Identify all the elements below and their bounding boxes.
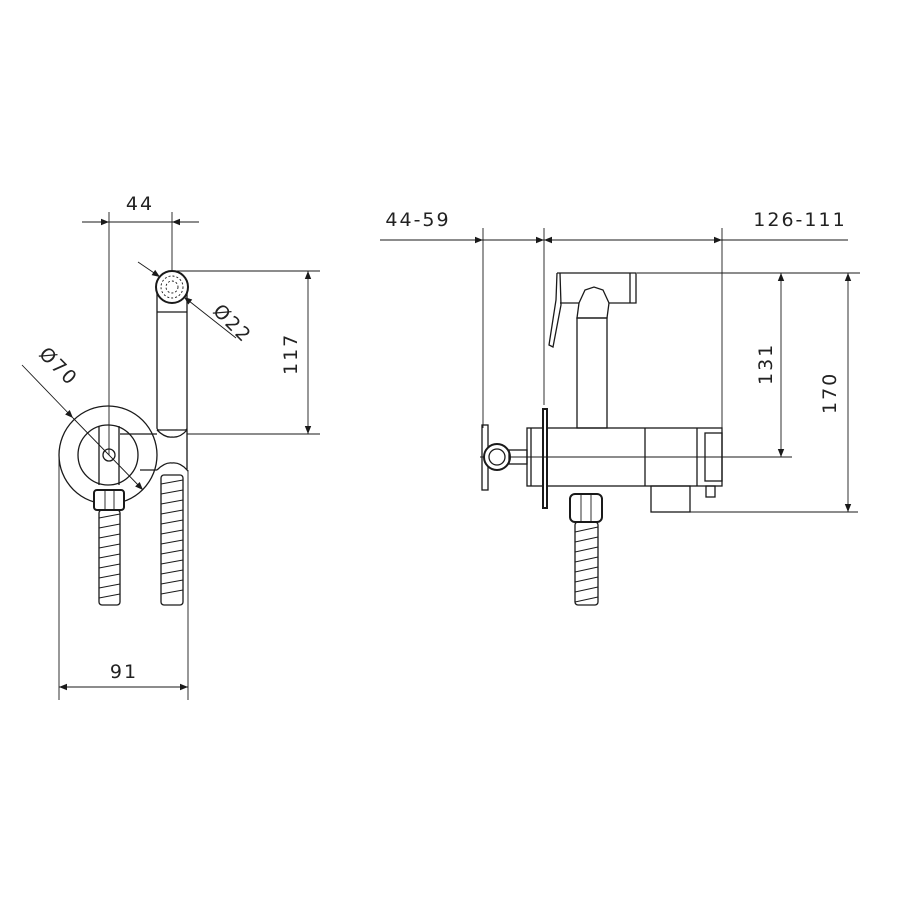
spray-head [155, 270, 189, 431]
wall-bracket [481, 424, 528, 491]
dim-label-44-59: 44-59 [385, 209, 450, 231]
hose-side [569, 493, 603, 606]
dim-label-44: 44 [126, 193, 154, 215]
front-view: 44 Ø22 117 [21, 193, 320, 700]
dim-label-131: 131 [755, 343, 777, 385]
hoses [98, 474, 184, 606]
dim-label-d70: Ø70 [34, 343, 81, 390]
dim-spray-offset: 44 [82, 193, 199, 455]
dim-label-170: 170 [819, 372, 841, 414]
dim-plate-diameter: Ø70 [21, 343, 144, 491]
valve-body [480, 408, 792, 513]
dim-width: 91 [58, 455, 189, 700]
side-view: 44-59 126-111 [380, 209, 860, 606]
spray-head-side [548, 272, 637, 429]
dim-label-117: 117 [280, 333, 302, 375]
dim-label-91: 91 [110, 661, 138, 683]
dim-height: 117 [172, 270, 320, 435]
wall-plate [58, 405, 188, 511]
dim-label-126-111: 126-111 [753, 209, 846, 231]
dim-spray-height: 131 [637, 272, 860, 457]
dim-label-d22: Ø22 [208, 300, 255, 347]
dim-total-height: 170 [690, 273, 858, 513]
dim-wall-depth-projection: 44-59 126-111 [380, 209, 848, 428]
dim-spray-diameter: Ø22 [137, 261, 256, 347]
